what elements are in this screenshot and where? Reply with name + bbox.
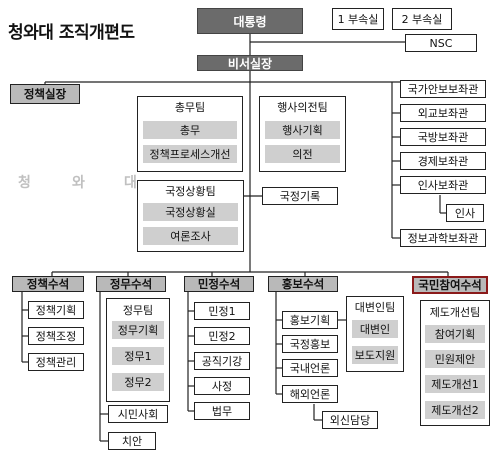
political-item: 정무1	[112, 347, 164, 365]
president-box: 대통령	[197, 8, 303, 34]
political-team-head: 정무팀	[122, 303, 154, 317]
political-item: 치안	[108, 432, 156, 450]
state-affairs-item: 국정상황실	[143, 203, 238, 221]
participation-senior-box: 국민참여수석	[412, 276, 488, 294]
general-affairs-item: 정책프로세스개선	[143, 145, 237, 163]
participation-item: 참여기획	[425, 325, 485, 343]
pr-item: 외신담당	[322, 411, 378, 429]
legend-first-office: 1 부속실	[332, 8, 384, 30]
state-affairs-head: 국정상황팀	[165, 185, 216, 198]
political-item: 시민사회	[108, 405, 168, 423]
general-affairs-item: 총무	[143, 121, 237, 139]
spokesperson-item: 보도지원	[352, 346, 398, 364]
nsc-box: NSC	[405, 34, 477, 52]
watermark-char: 청	[18, 175, 31, 191]
pr-item: 국정홍보	[282, 335, 338, 353]
political-item: 정무2	[112, 373, 164, 391]
state-records-box: 국정기록	[262, 187, 338, 205]
chart-title: 청와대 조직개편도	[8, 23, 135, 43]
participation-item: 민원제안	[425, 350, 485, 368]
pr-item: 해외언론	[282, 385, 338, 403]
foreign-advisor-box: 외교보좌관	[400, 104, 486, 122]
economy-advisor-box: 경제보좌관	[400, 152, 486, 170]
political-senior-box: 정무수석	[96, 276, 166, 292]
events-head: 행사의전팀	[277, 101, 328, 114]
participation-item: 제도개선1	[425, 375, 485, 393]
general-affairs-head: 총무팀	[174, 101, 206, 114]
personnel-office-box: 인사	[446, 204, 484, 222]
defense-advisor-box: 국방보좌관	[400, 128, 486, 146]
policy-senior-box: 정책수석	[12, 276, 84, 292]
events-item: 행사기획	[265, 121, 340, 139]
civil-item: 공직기강	[194, 352, 250, 370]
civil-item: 법무	[194, 402, 250, 420]
state-affairs-item: 여론조사	[143, 227, 238, 245]
policy-item: 정책관리	[28, 353, 84, 371]
policy-item: 정책기획	[28, 301, 84, 319]
civil-item: 사정	[194, 377, 250, 395]
pr-item: 국내언론	[282, 359, 338, 377]
legend-second-office: 2 부속실	[392, 8, 452, 30]
participation-item: 제도개선2	[425, 401, 485, 419]
political-item: 정무기획	[112, 321, 164, 339]
civil-item: 민정2	[194, 327, 250, 345]
pr-item: 홍보기획	[282, 311, 338, 329]
watermark-char: 대	[124, 175, 137, 191]
civil-item: 민정1	[194, 302, 250, 320]
chief-secretary-box: 비서실장	[197, 55, 303, 71]
spokesperson-item: 대변인	[352, 320, 398, 338]
participation-team-head: 제도개선팀	[429, 305, 481, 319]
civil-senior-box: 민정수석	[184, 276, 254, 292]
spokesperson-team-head: 대변인팀	[354, 300, 396, 314]
policy-chief-box: 정책실장	[10, 84, 80, 104]
policy-item: 정책조정	[28, 327, 84, 345]
security-advisor-box: 국가안보보좌관	[400, 80, 486, 98]
events-item: 의전	[265, 145, 340, 163]
pr-senior-box: 홍보수석	[268, 276, 338, 292]
info-science-advisor-box: 정보과학보좌관	[400, 229, 486, 247]
watermark-char: 와	[72, 175, 85, 191]
personnel-advisor-box: 인사보좌관	[400, 176, 486, 194]
